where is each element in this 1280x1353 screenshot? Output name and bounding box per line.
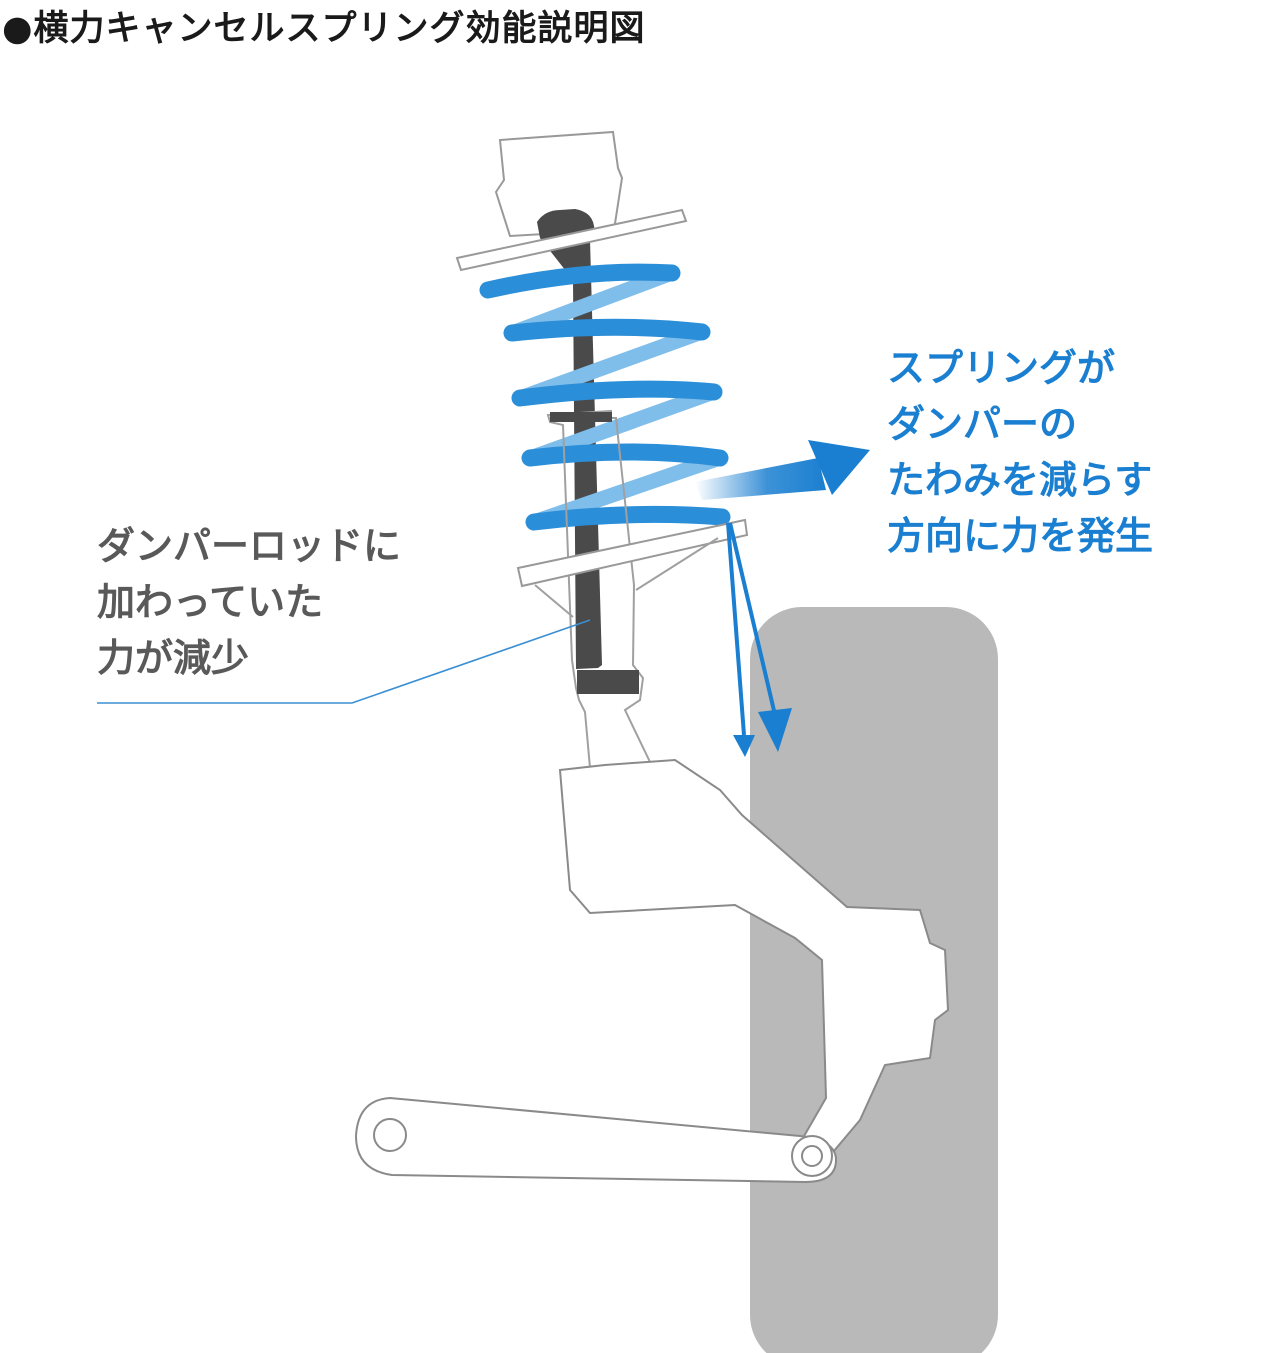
coil-spring bbox=[479, 263, 731, 531]
seat-bracket bbox=[534, 537, 719, 618]
callout-line: たわみを減らす bbox=[887, 458, 1153, 502]
downward-force-arrows bbox=[726, 522, 792, 757]
damper-body bbox=[546, 409, 652, 770]
spring-force-callout: スプリングが ダンパーの たわみを減らす 方向に力を発生 bbox=[887, 340, 1153, 564]
callout-line: 方向に力を発生 bbox=[887, 514, 1154, 558]
callout-line: ダンパーロッドに bbox=[97, 524, 402, 568]
callout-line: ダンパーの bbox=[887, 402, 1078, 446]
callout-line: 力が減少 bbox=[97, 636, 250, 680]
upper-spring-seat bbox=[455, 208, 688, 272]
steering-knuckle bbox=[558, 758, 950, 1166]
arm-bushing-inner bbox=[373, 1118, 407, 1152]
damper-piston-top bbox=[550, 412, 612, 422]
lateral-force-arrow bbox=[695, 440, 870, 500]
ball-joint-inner bbox=[801, 1145, 823, 1167]
callout-line: スプリングが bbox=[887, 346, 1116, 390]
lower-spring-seat bbox=[516, 518, 749, 588]
callout-line: 加わっていた bbox=[97, 580, 324, 624]
page-title: ●横力キャンセルスプリング効能説明図 bbox=[2, 9, 646, 49]
lower-control-arm bbox=[354, 1096, 838, 1184]
callout-leader-line bbox=[97, 619, 591, 704]
rod-force-callout: ダンパーロッドに 加わっていた 力が減少 bbox=[97, 518, 401, 686]
damper-piston-bottom bbox=[577, 670, 639, 694]
